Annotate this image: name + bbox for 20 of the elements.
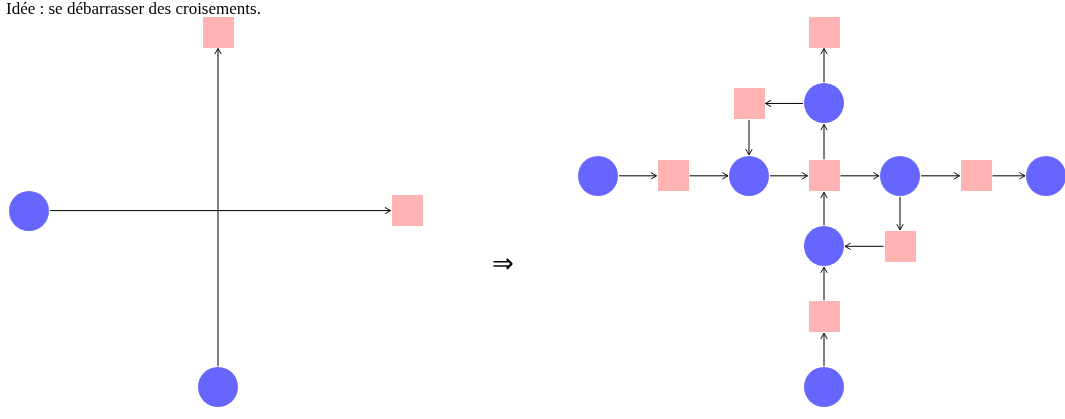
square-node — [960, 160, 992, 192]
circle-node — [729, 155, 769, 196]
square-node — [391, 195, 423, 227]
circle-node — [198, 367, 238, 408]
square-node — [808, 16, 840, 48]
circle-node — [804, 226, 844, 267]
square-node — [657, 160, 689, 192]
circle-node — [804, 367, 844, 408]
circle-node — [804, 83, 844, 124]
square-node — [733, 87, 765, 119]
square-node — [808, 160, 840, 192]
circle-node — [578, 155, 618, 196]
circle-node — [880, 155, 920, 196]
title: Idée : se débarrasser des croisements. — [6, 0, 261, 18]
circle-node — [1026, 155, 1065, 196]
circle-node — [9, 190, 49, 231]
square-node — [884, 230, 916, 262]
implies-symbol: ⇒ — [492, 250, 514, 278]
square-node — [202, 16, 234, 48]
square-node — [808, 301, 840, 333]
